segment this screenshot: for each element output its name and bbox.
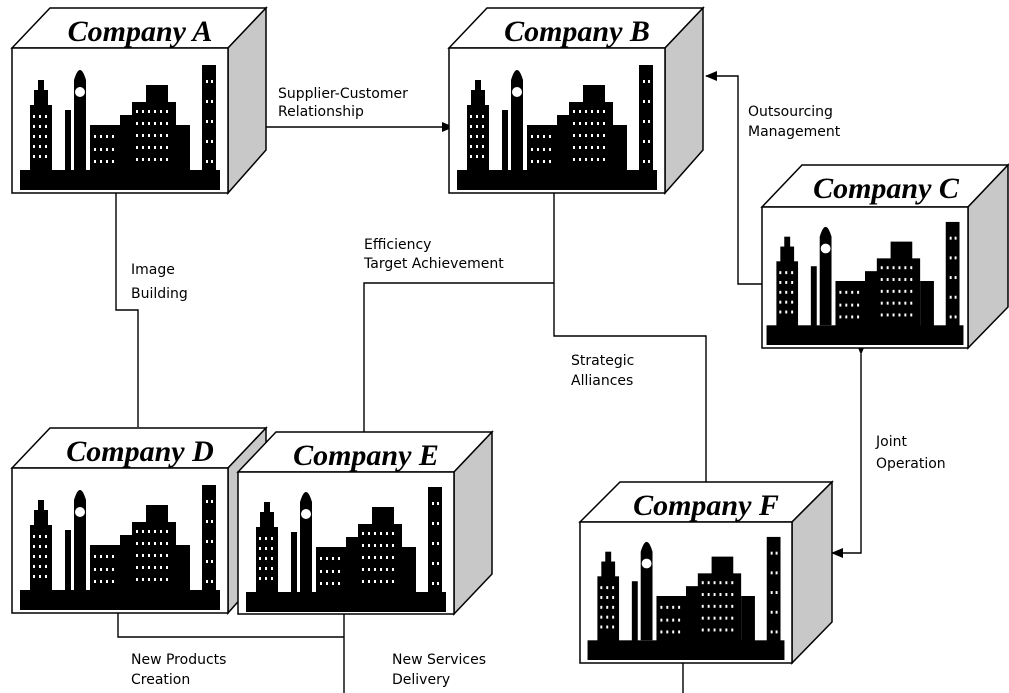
image-building-line2: Building [131, 286, 188, 302]
company-a-box: Company A [10, 6, 268, 195]
strategic-alliances-line [553, 192, 707, 482]
strategic-alliances-label: Strategic Alliances [571, 353, 639, 389]
company-a-title: Company A [68, 15, 213, 48]
company-c-box: Company C [760, 163, 1009, 350]
company-e-title: Company E [293, 439, 439, 472]
outsourcing-line2: Management [748, 124, 841, 140]
outsourcing-label: Outsourcing Management [748, 104, 841, 140]
new-products-line [117, 612, 344, 638]
company-f-title: Company F [633, 489, 779, 522]
efficiency-line [363, 282, 554, 432]
new-services-line2: Delivery [392, 672, 450, 688]
strategic-alliances-line1: Strategic [571, 353, 634, 369]
new-products-label: New Products Creation [131, 652, 231, 688]
joint-operation-arrow [831, 343, 866, 558]
company-e-box: Company E [236, 430, 494, 616]
company-d-title: Company D [66, 435, 214, 468]
joint-operation-line1: Joint [875, 434, 907, 450]
supplier-customer-line2: Relationship [278, 104, 364, 120]
company-d-box: Company D [10, 426, 268, 615]
outsourcing-arrow [705, 71, 765, 285]
new-services-label: New Services Delivery [392, 652, 490, 688]
supplier-customer-line1: Supplier-Customer [278, 86, 408, 102]
joint-operation-line2: Operation [876, 456, 946, 472]
new-products-line2: Creation [131, 672, 190, 688]
efficiency-label: Efficiency Target Achievement [363, 237, 504, 272]
image-building-line1: Image [131, 262, 175, 278]
efficiency-line1: Efficiency [364, 237, 431, 253]
company-b-title: Company B [504, 15, 650, 48]
strategic-alliances-line2: Alliances [571, 373, 633, 389]
image-building-line [115, 192, 139, 427]
company-f-box: Company F [578, 480, 834, 665]
company-b-box: Company B [447, 6, 705, 195]
joint-operation-label: Joint Operation [875, 434, 946, 472]
new-products-line1: New Products [131, 652, 226, 668]
efficiency-line2: Target Achievement [363, 256, 504, 272]
company-c-title: Company C [813, 172, 960, 205]
outsourcing-line1: Outsourcing [748, 104, 833, 120]
connectors [115, 71, 866, 693]
image-building-label: Image Building [131, 262, 188, 302]
supplier-customer-label: Supplier-Customer Relationship [278, 86, 412, 120]
new-services-line1: New Services [392, 652, 486, 668]
